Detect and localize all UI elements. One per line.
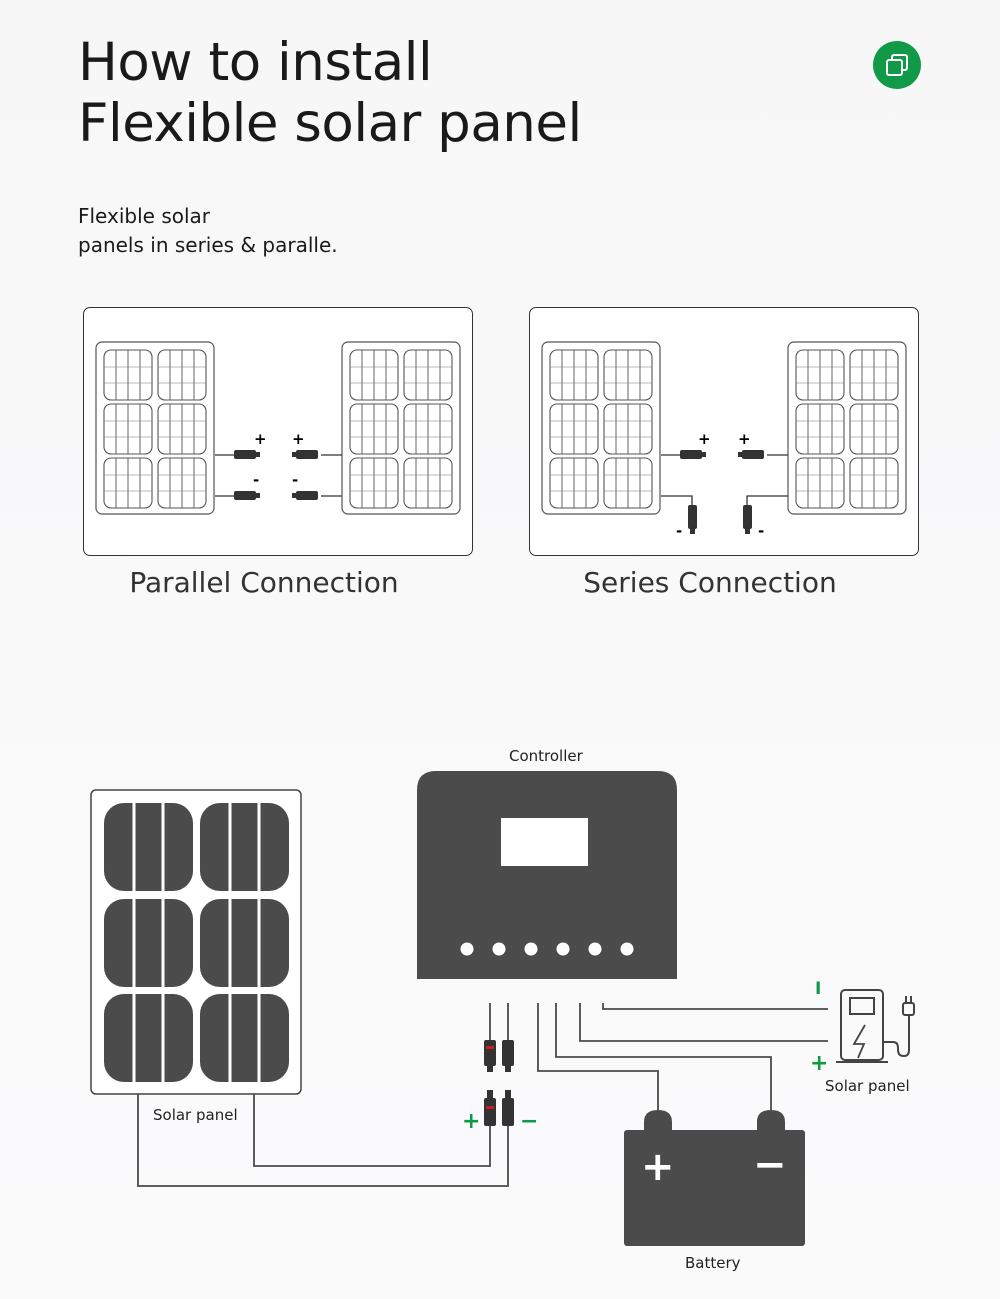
panel-cell [549, 457, 599, 509]
panel-cell [104, 803, 193, 891]
indicator-light [588, 942, 602, 956]
parallel-sign-top-left: + [254, 430, 267, 448]
subtitle-line-2: panels in series & paralle. [78, 233, 338, 257]
copy-icon [886, 54, 908, 76]
panel-cell [200, 803, 289, 891]
panel-cell [795, 349, 845, 401]
panel-cell [603, 349, 653, 401]
mc4-minus-sign: − [520, 1109, 538, 1134]
solar-panel-left [95, 341, 215, 515]
panel-cell [349, 457, 399, 509]
charging-station-icon [836, 989, 915, 1063]
panel-cell [403, 349, 453, 401]
panel-cell [157, 403, 207, 455]
panel-cell [103, 349, 153, 401]
parallel-connection-caption: Parallel Connection [129, 566, 399, 599]
controller-label: Controller [509, 747, 583, 765]
panel-cell [349, 403, 399, 455]
indicator-light [524, 942, 538, 956]
battery-plus-sign: + [641, 1144, 675, 1190]
indicator-light [556, 942, 570, 956]
title-line-1: How to install [78, 32, 433, 93]
controller-display [501, 818, 588, 866]
parallel-sign-bottom-left: - [253, 471, 259, 489]
panel-cell [104, 899, 193, 987]
panel-cell [549, 349, 599, 401]
panel-cell [603, 403, 653, 455]
panel-cell [200, 994, 289, 1082]
mc4-plus-sign: + [462, 1109, 480, 1134]
title-line-2: Flexible solar panel [78, 93, 582, 154]
series-sign-bottom-right: - [758, 522, 764, 540]
battery-label: Battery [685, 1254, 741, 1272]
panel-cell [849, 457, 899, 509]
parallel-sign-top-right: + [292, 430, 305, 448]
indicator-light [492, 942, 506, 956]
panel-cell [849, 349, 899, 401]
load-label: Solar panel [825, 1077, 910, 1095]
panel-cell [795, 403, 845, 455]
series-sign-top-left: + [698, 430, 711, 448]
mc4-connector [680, 450, 764, 534]
panel-cell [603, 457, 653, 509]
solar-panel [90, 789, 302, 1095]
wiring-diagram: + − + − I + [90, 771, 915, 1246]
series-sign-top-right: + [738, 430, 751, 448]
solar-panel-right [341, 341, 461, 515]
series-connection-caption: Series Connection [583, 566, 837, 599]
parallel-connection-diagram: + - + - [83, 307, 473, 556]
indicator-light [460, 942, 474, 956]
panel-cell [795, 457, 845, 509]
panel-cell [103, 457, 153, 509]
copy-button[interactable] [873, 41, 921, 89]
solar-panel-left [541, 341, 661, 515]
solar-panel-label: Solar panel [153, 1106, 238, 1124]
controller [417, 771, 677, 979]
series-connection-diagram: + - + - [529, 307, 919, 556]
battery-minus-sign: − [753, 1142, 787, 1188]
panel-cell [849, 403, 899, 455]
panel-cell [157, 457, 207, 509]
panel-cell [157, 349, 207, 401]
page-title: How to install Flexible solar panel [78, 32, 582, 154]
battery: + − [624, 1110, 805, 1246]
mc4-connector [484, 1040, 514, 1126]
panel-cell [349, 349, 399, 401]
subtitle: Flexible solar panels in series & parall… [78, 202, 338, 260]
panel-cell [403, 457, 453, 509]
load-terminal-top: I [815, 979, 821, 999]
panel-cell [103, 403, 153, 455]
load-terminal-bottom: + [810, 1051, 828, 1076]
panel-cell [549, 403, 599, 455]
subtitle-line-1: Flexible solar [78, 204, 211, 228]
panel-cell [104, 994, 193, 1082]
panel-cell [200, 899, 289, 987]
indicator-light [620, 942, 634, 956]
series-sign-bottom-left: - [676, 522, 682, 540]
mc4-connector [234, 450, 318, 500]
solar-panel-right [787, 341, 907, 515]
parallel-sign-bottom-right: - [292, 471, 298, 489]
panel-cell [403, 403, 453, 455]
